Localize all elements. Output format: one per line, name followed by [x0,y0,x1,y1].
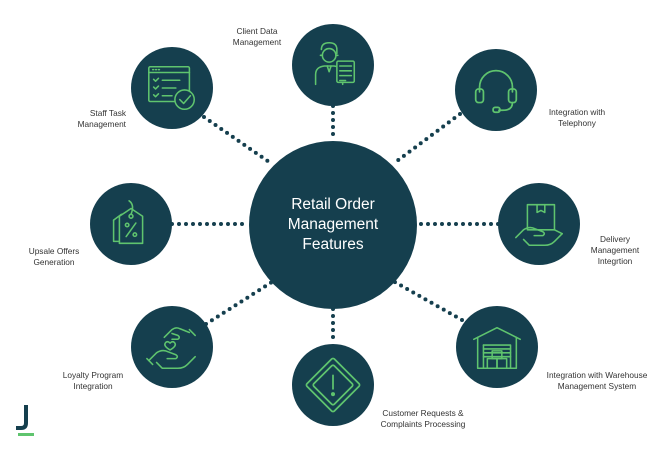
central-hub: Retail Order Management Features [249,141,417,309]
headset-icon [474,69,518,114]
connector-staff-task [202,115,274,166]
warning-icon [305,357,361,413]
price-tag-icon [112,200,144,245]
label-telephony: Integration with Telephony [548,107,606,128]
node-warehouse [456,306,538,388]
brand-logo [16,405,34,436]
heart-hands-icon [146,327,196,370]
node-customer-requests [292,344,374,426]
node-loyalty [131,306,213,388]
warehouse-icon [473,326,521,370]
node-staff-task [131,47,213,129]
label-warehouse: Integration with Warehouse Management Sy… [546,370,648,391]
connector-warehouse [391,279,464,322]
label-upsale: Upsale Offers Generation [28,246,80,267]
connector-loyalty [204,280,274,326]
label-loyalty: Loyalty Program Integration [62,370,124,391]
user-data-icon [314,41,356,86]
label-delivery: Delivery Management Integrtion [590,234,640,266]
node-delivery [498,183,580,265]
task-list-icon [148,65,196,111]
label-client-data: Client Data Management [232,26,282,47]
label-customer-requests: Customer Requests & Complaints Processin… [380,408,466,429]
node-upsale [90,183,172,265]
package-handover-icon [515,203,563,247]
central-hub-title: Retail Order Management Features [287,196,379,253]
node-client-data [292,24,374,106]
connector-telephony [391,112,462,166]
label-staff-task: Staff Task Management [77,108,126,129]
node-telephony [455,49,537,131]
